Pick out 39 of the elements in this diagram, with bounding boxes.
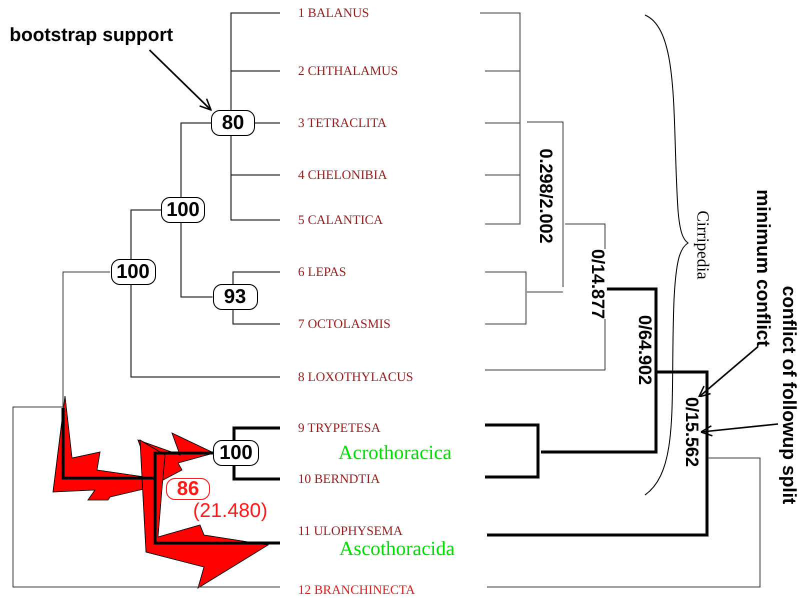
taxon-label: 10 BERNDTIA bbox=[280, 470, 380, 488]
leader-arrow bbox=[148, 49, 212, 111]
taxon-label: 1 BALANUS bbox=[280, 4, 370, 22]
taxon-label: 7 OCTOLASMIS bbox=[280, 315, 391, 333]
bootstrap-value: 93 bbox=[212, 284, 258, 310]
tree-branch bbox=[130, 210, 162, 260]
tree-branch bbox=[232, 310, 280, 324]
clade-label: Cirripedia bbox=[692, 210, 712, 280]
bootstrap-value: 100 bbox=[161, 197, 205, 223]
tree-branch bbox=[230, 70, 280, 110]
tree-branch bbox=[232, 466, 280, 480]
taxon-label: 12 BRANCHINECTA bbox=[280, 581, 416, 598]
bootstrap-value: 100 bbox=[213, 440, 259, 466]
tree-branch bbox=[232, 272, 280, 284]
taxon-label: 6 LEPAS bbox=[280, 263, 346, 281]
tree-branch bbox=[180, 222, 213, 298]
split-value: (21.480) bbox=[193, 500, 268, 522]
leader-arrow bbox=[698, 346, 759, 398]
group-label: Ascothoracida bbox=[339, 538, 455, 560]
annotation-text: conflict of followup split bbox=[778, 286, 798, 504]
bootstrap-value: 100 bbox=[110, 259, 156, 285]
taxon-label: 4 CHELONIBIA bbox=[280, 166, 388, 184]
taxon-label: 9 TRYPETESA bbox=[280, 419, 380, 437]
annotation-text: minimum conflict bbox=[752, 189, 772, 347]
bootstrap-value: 80 bbox=[211, 110, 255, 136]
taxon-label: 5 CALANTICA bbox=[280, 211, 383, 229]
tree-branch bbox=[180, 122, 212, 198]
taxon-label: 3 TETRACLITA bbox=[280, 114, 387, 132]
tree-branch bbox=[130, 284, 280, 378]
tree-branch bbox=[254, 122, 280, 124]
taxon-label: 11 ULOPHYSEMA bbox=[280, 522, 403, 540]
group-label: Acrothoracica bbox=[338, 442, 452, 464]
taxon-label: 8 LOXOTHYLACUS bbox=[280, 368, 414, 386]
leader-arrow bbox=[700, 423, 778, 437]
tree-branch bbox=[232, 426, 280, 440]
taxon-label: 2 CHTHALAMUS bbox=[280, 62, 398, 80]
bootstrap-value: 86 bbox=[166, 478, 210, 500]
tree-branch bbox=[230, 136, 280, 220]
annotation-text: bootstrap support bbox=[10, 26, 214, 50]
